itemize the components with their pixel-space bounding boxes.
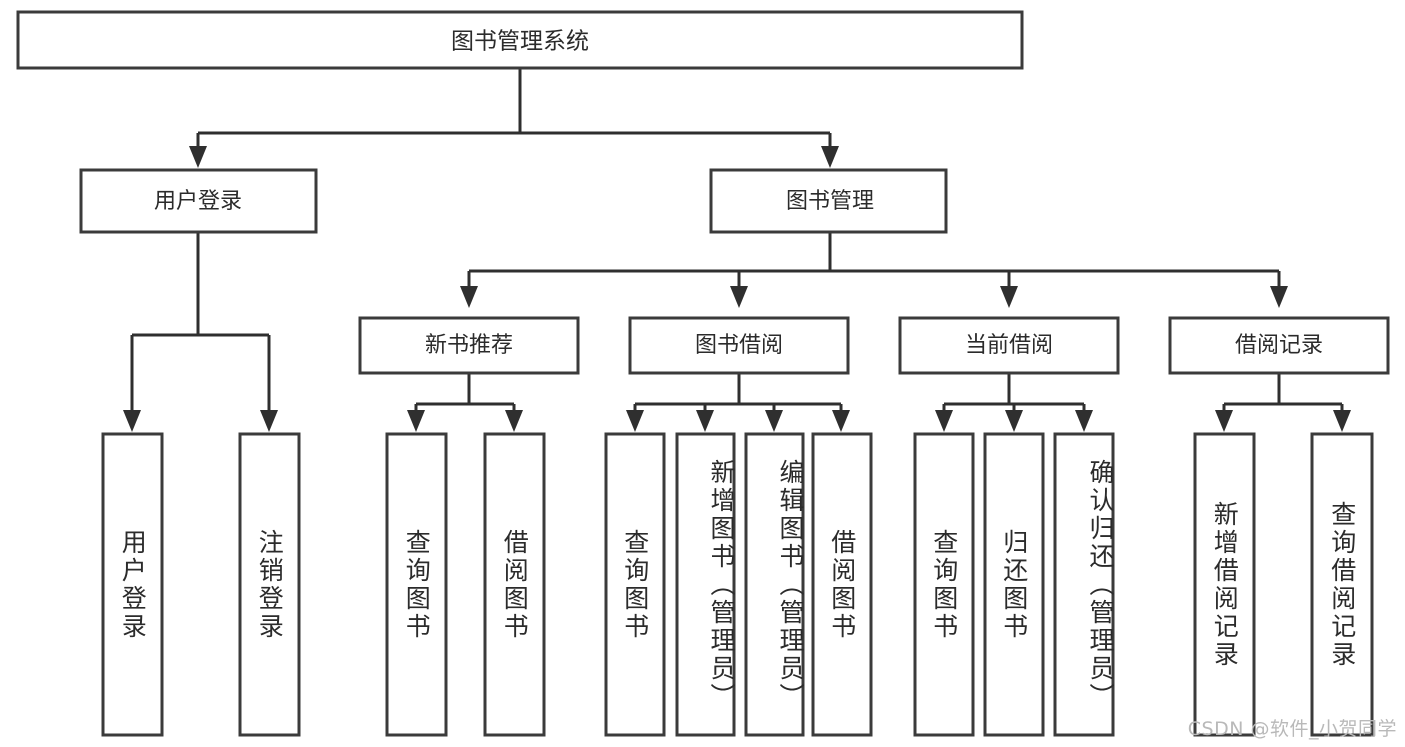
node-box-group [16,10,1390,737]
arrow-icon-leaf-borrow-3 [765,410,783,432]
node-book-manage[interactable] [709,168,948,234]
node-leaf-bookborrow-2[interactable] [675,432,736,737]
label-root: 图书管理系统 [451,29,589,55]
arrow-icon-leaf-borrow-2 [696,410,714,432]
node-leaf-currentborrow-1[interactable] [913,432,975,737]
label-book-borrow: 图书借阅 [695,333,783,358]
node-leaf-bookborrow-1[interactable] [604,432,666,737]
arrow-icon-new-book [460,286,478,308]
arrow-icon-leaf-newbook-2 [505,410,523,432]
arrow-icon-leaf-user-1 [123,410,141,432]
arrow-icon-leaf-current-2 [1005,410,1023,432]
node-leaf-newbook-2[interactable] [483,432,546,737]
arrow-icon-current-borrow [1000,286,1018,308]
node-current-borrow[interactable] [898,316,1120,375]
node-leaf-bookborrow-3[interactable] [744,432,805,737]
label-leaf-borrowrecord-1: 新增借阅记录 [1210,500,1240,669]
node-leaf-currentborrow-2[interactable] [983,432,1045,737]
label-leaf-bookborrow-2: 新增图书（管理员） [707,458,736,711]
label-leaf-newbook-1: 查询图书 [402,528,432,641]
node-root[interactable] [16,10,1024,70]
arrow-icon-user-login [189,146,207,168]
arrow-icon-leaf-borrow-4 [832,410,850,432]
node-leaf-currentborrow-3[interactable] [1053,432,1115,737]
label-leaf-bookborrow-4: 借阅图书 [827,528,857,641]
label-borrow-record: 借阅记录 [1235,333,1323,358]
label-leaf-bookborrow-3: 编辑图书（管理员） [776,458,805,711]
label-leaf-user-login-2: 注销登录 [255,528,285,641]
label-leaf-bookborrow-1: 查询图书 [620,528,650,641]
node-leaf-user-login-2[interactable] [238,432,301,737]
node-new-book-recommend[interactable] [358,316,580,375]
label-leaf-newbook-2: 借阅图书 [500,528,530,641]
arrow-icon-leaf-user-2 [260,410,278,432]
label-leaf-currentborrow-3: 确认归还（管理员） [1086,458,1115,711]
arrow-icon-leaf-record-2 [1333,410,1351,432]
node-leaf-bookborrow-4[interactable] [811,432,873,737]
label-leaf-user-login-1: 用户登录 [118,528,148,641]
arrow-icon-leaf-record-1 [1215,410,1233,432]
label-current-borrow: 当前借阅 [965,333,1053,358]
node-leaf-borrowrecord-2[interactable] [1310,432,1374,737]
arrow-icon-book-manage [821,146,839,168]
arrow-icon-book-borrow [730,286,748,308]
node-leaf-borrowrecord-1[interactable] [1193,432,1256,737]
node-borrow-record[interactable] [1168,316,1390,375]
arrow-icon-leaf-current-3 [1075,410,1093,432]
label-leaf-currentborrow-1: 查询图书 [929,528,959,641]
node-book-borrow[interactable] [628,316,850,375]
label-leaf-currentborrow-2: 归还图书 [999,528,1029,641]
arrow-icon-borrow-record [1270,286,1288,308]
node-leaf-newbook-1[interactable] [385,432,448,737]
node-leaf-user-login-1[interactable] [101,432,164,737]
label-leaf-borrowrecord-2: 查询借阅记录 [1327,500,1357,669]
label-book-manage: 图书管理 [786,189,874,214]
arrow-icon-leaf-borrow-1 [626,410,644,432]
label-user-login: 用户登录 [154,189,242,214]
node-label-group: 图书管理系统 用户登录 图书管理 新书推荐 图书借阅 当前借阅 借阅记录 [154,29,1323,359]
label-new-book-recommend: 新书推荐 [425,333,513,358]
arrow-icon-leaf-current-1 [935,410,953,432]
arrow-icon-leaf-newbook-1 [407,410,425,432]
node-user-login[interactable] [79,168,318,234]
